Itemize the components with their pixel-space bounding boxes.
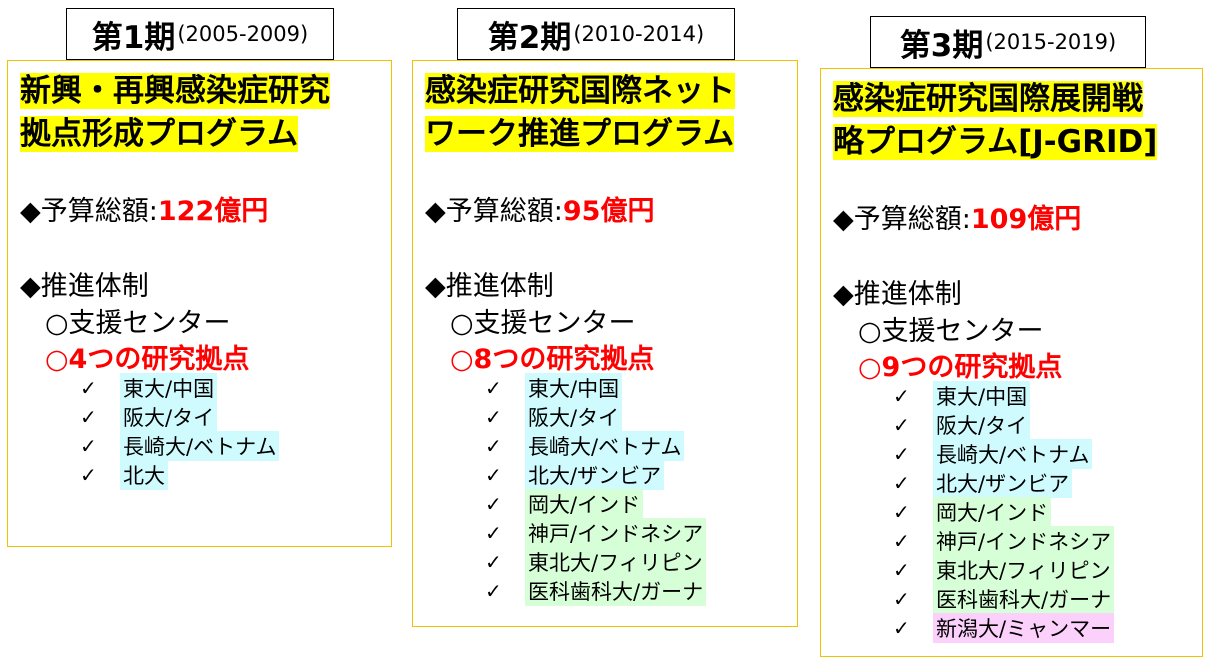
period-3-name: 第3期 (899, 27, 984, 64)
research-site-item: ✓ 神戸/インドネシア (893, 525, 1115, 556)
checkmark-icon: ✓ (80, 404, 97, 429)
period-1-panel: 新興・再興感染症研究 拠点形成プログラム ◆予算総額:122億円 ◆推進体制 ○… (7, 60, 392, 547)
period-3-program-title: 感染症研究国際展開戦 略プログラム[J-GRID] (833, 81, 1158, 160)
research-site-name: 長崎大/ベトナム (525, 430, 685, 461)
period-2-support-center: ○支援センター (450, 308, 636, 339)
research-site-name: 阪大/タイ (525, 401, 623, 432)
research-site-item: ✓ 北大/ザンビア (485, 459, 706, 490)
period-1-support-center: ○支援センター (45, 308, 231, 339)
research-site-name: 岡大/インド (933, 496, 1052, 527)
research-site-name: 新潟大/ミャンマー (933, 612, 1115, 643)
checkmark-icon: ✓ (485, 491, 502, 516)
research-site-item: ✓ 北大 (80, 459, 279, 490)
checkmark-icon: ✓ (485, 462, 502, 487)
checkmark-icon: ✓ (485, 404, 502, 429)
checkmark-icon: ✓ (893, 586, 910, 611)
research-site-name: 東北大/フィリピン (933, 554, 1114, 585)
research-site-item: ✓ 新潟大/ミャンマー (893, 612, 1115, 643)
period-1-years: (2005-2009) (177, 22, 309, 46)
research-site-item: ✓ 東北大/フィリピン (485, 546, 706, 577)
checkmark-icon: ✓ (893, 470, 910, 495)
checkmark-icon: ✓ (485, 549, 502, 574)
research-site-item: ✓ 阪大/タイ (485, 401, 706, 432)
research-site-name: 医科歯科大/ガーナ (525, 575, 707, 606)
period-3-budget: ◆予算総額:109億円 (833, 204, 1082, 235)
checkmark-icon: ✓ (485, 578, 502, 603)
period-3-years: (2015-2019) (985, 30, 1117, 54)
period-2-label: 第2期 (2010-2014) (457, 8, 735, 60)
period-2-site-list: ✓ 東大/中国 ✓ 阪大/タイ ✓ 長崎大/ベトナム ✓ 北大/ザンビア ✓ 岡大/インド ✓ 神戸/… (485, 372, 707, 606)
period-3-budget-value: 109億円 (970, 204, 1082, 235)
period-1-budget-value: 122億円 (157, 196, 269, 227)
research-site-item: ✓ 東大/中国 (80, 372, 279, 403)
research-site-item: ✓ 阪大/タイ (80, 401, 279, 432)
research-site-name: 北大 (120, 459, 168, 490)
research-site-item: ✓ 岡大/インド (893, 496, 1114, 527)
period-1-org-heading: ◆推進体制 (20, 271, 149, 302)
research-site-name: 東大/中国 (933, 380, 1031, 411)
period-2-budget-value: 95億円 (562, 196, 655, 227)
research-site-name: 阪大/タイ (933, 409, 1031, 440)
period-2-name: 第2期 (487, 19, 572, 56)
period-3-support-center: ○支援センター (858, 316, 1044, 347)
checkmark-icon: ✓ (485, 520, 502, 545)
research-site-name: 東大/中国 (120, 372, 218, 403)
period-1-bases-label: ○4つの研究拠点 (45, 344, 250, 375)
period-1-program-title: 新興・再興感染症研究 拠点形成プログラム (20, 73, 330, 152)
research-site-item: ✓ 神戸/インドネシア (485, 517, 707, 548)
period-3-bases-label: ○9つの研究拠点 (858, 352, 1063, 383)
checkmark-icon: ✓ (893, 615, 910, 640)
research-site-name: 神戸/インドネシア (525, 517, 707, 548)
research-site-name: 阪大/タイ (120, 401, 218, 432)
research-site-item: ✓ 岡大/インド (485, 488, 706, 519)
research-site-item: ✓ 東大/中国 (485, 372, 706, 403)
research-site-name: 東北大/フィリピン (525, 546, 706, 577)
checkmark-icon: ✓ (485, 433, 502, 458)
period-2-budget: ◆予算総額:95億円 (425, 196, 655, 227)
period-1-label: 第1期 (2005-2009) (66, 8, 334, 60)
research-site-item: ✓ 長崎大/ベトナム (893, 438, 1114, 469)
research-site-item: ✓ 北大/ザンビア (893, 467, 1114, 498)
period-1-name: 第1期 (91, 19, 176, 56)
checkmark-icon: ✓ (80, 375, 97, 400)
period-2-org-heading: ◆推進体制 (425, 271, 554, 302)
research-site-item: ✓ 長崎大/ベトナム (80, 430, 280, 461)
research-site-item: ✓ 阪大/タイ (893, 409, 1114, 440)
research-site-name: 北大/ザンビア (525, 459, 665, 490)
research-site-item: ✓ 医科歯科大/ガーナ (893, 583, 1115, 614)
research-site-name: 岡大/インド (525, 488, 644, 519)
period-3-org-heading: ◆推進体制 (833, 279, 962, 310)
research-site-name: 北大/ザンビア (933, 467, 1073, 498)
checkmark-icon: ✓ (80, 462, 97, 487)
research-site-item: ✓ 医科歯科大/ガーナ (485, 575, 707, 606)
checkmark-icon: ✓ (893, 499, 910, 524)
checkmark-icon: ✓ (485, 375, 502, 400)
checkmark-icon: ✓ (893, 441, 910, 466)
period-2-years: (2010-2014) (573, 22, 705, 46)
research-site-item: ✓ 長崎大/ベトナム (485, 430, 706, 461)
period-2-bases-label: ○8つの研究拠点 (450, 344, 655, 375)
period-1-budget: ◆予算総額:122億円 (20, 196, 269, 227)
research-site-name: 医科歯科大/ガーナ (933, 583, 1115, 614)
checkmark-icon: ✓ (893, 557, 910, 582)
period-3-panel: 感染症研究国際展開戦 略プログラム[J-GRID] ◆予算総額:109億円 ◆推… (820, 68, 1203, 657)
research-site-item: ✓ 東大/中国 (893, 380, 1114, 411)
checkmark-icon: ✓ (893, 412, 910, 437)
research-site-name: 長崎大/ベトナム (933, 438, 1093, 469)
research-site-item: ✓ 東北大/フィリピン (893, 554, 1114, 585)
checkmark-icon: ✓ (80, 433, 97, 458)
period-1-site-list: ✓ 東大/中国 ✓ 阪大/タイ ✓ 長崎大/ベトナム ✓ 北大 (80, 372, 280, 490)
period-3-label: 第3期 (2015-2019) (870, 16, 1146, 68)
checkmark-icon: ✓ (893, 528, 910, 553)
period-2-program-title: 感染症研究国際ネット ワーク推進プログラム (425, 73, 735, 152)
research-site-name: 長崎大/ベトナム (120, 430, 280, 461)
period-3-site-list: ✓ 東大/中国 ✓ 阪大/タイ ✓ 長崎大/ベトナム ✓ 北大/ザンビア ✓ 岡大/インド ✓ 神戸/… (893, 380, 1115, 643)
period-2-panel: 感染症研究国際ネット ワーク推進プログラム ◆予算総額:95億円 ◆推進体制 ○… (412, 60, 798, 627)
checkmark-icon: ✓ (893, 383, 910, 408)
research-site-name: 東大/中国 (525, 372, 623, 403)
research-site-name: 神戸/インドネシア (933, 525, 1115, 556)
